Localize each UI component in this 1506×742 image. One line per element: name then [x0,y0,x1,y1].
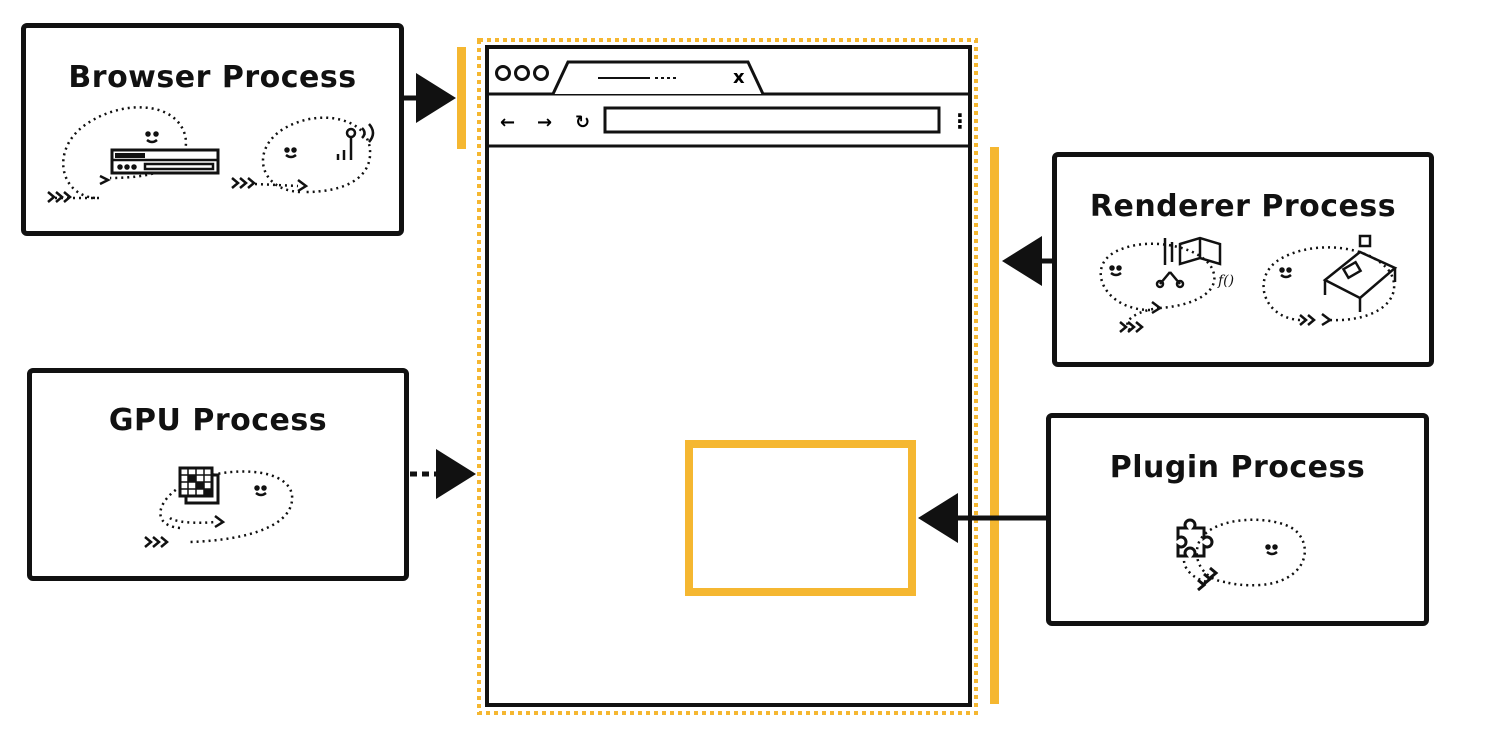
plugin-process-box: Plugin Process [1046,413,1429,626]
renderer-process-box: Renderer Process [1052,152,1434,367]
back-arrow-icon[interactable]: ← [500,112,515,133]
forward-arrow-icon[interactable]: → [537,112,552,133]
gpu-process-illustration [144,466,294,548]
browser-process-illustration [47,106,375,203]
address-bar[interactable] [603,106,941,134]
browser-window-dotted-frame [477,38,978,715]
browser-process-box: Browser Process [21,23,404,236]
plugin-content-region [685,440,916,596]
renderer-process-illustration: f() [1099,234,1398,333]
gpu-process-label: GPU Process [108,403,328,438]
reload-icon[interactable]: ↻ [575,112,590,133]
plugin-process-illustration [1176,518,1306,592]
browser-chrome-bracket [457,47,466,149]
renderer-process-label: Renderer Process [1089,189,1397,224]
menu-icon[interactable]: ⋮ [950,109,970,133]
browser-process-label: Browser Process [68,60,357,95]
tab-close-icon[interactable]: x [733,67,745,88]
svg-text:f(): f() [1217,273,1234,289]
renderer-content-bracket [990,147,999,704]
plugin-process-label: Plugin Process [1109,450,1366,485]
window-controls-icon[interactable] [495,65,549,81]
